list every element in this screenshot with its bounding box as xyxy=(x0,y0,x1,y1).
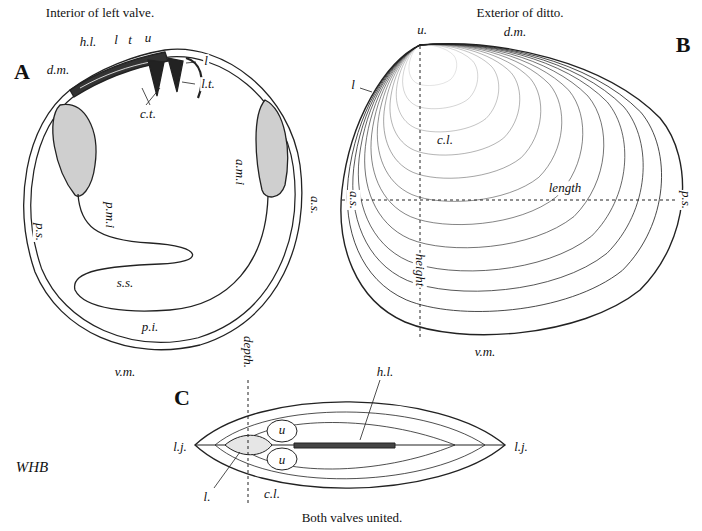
part-label: p.m.i xyxy=(103,201,117,229)
figure-letter: B xyxy=(675,33,692,56)
part-label: u xyxy=(278,423,287,437)
part-label: t xyxy=(127,33,133,47)
part-label: l xyxy=(350,78,356,92)
part-label: Exterior of ditto. xyxy=(475,6,564,20)
figure-letter: C xyxy=(173,386,191,409)
part-label: l. xyxy=(203,490,212,504)
valve-exterior xyxy=(341,44,683,338)
part-label: d.m. xyxy=(503,25,527,39)
part-label: Interior of left valve. xyxy=(45,6,155,20)
part-label: l.j. xyxy=(513,440,529,454)
part-label: v.m. xyxy=(474,345,497,359)
part-label: depth. xyxy=(241,335,255,369)
part-label: c.l. xyxy=(263,487,281,501)
part-label: l xyxy=(113,33,119,47)
part-label: u. xyxy=(416,23,428,37)
part-label: length xyxy=(548,181,583,195)
part-label: c.t. xyxy=(139,107,157,121)
part-label: p.i. xyxy=(141,320,160,334)
part-label: p.s. xyxy=(33,222,47,242)
part-label: d.m. xyxy=(46,63,70,77)
part-label: u xyxy=(278,453,287,467)
part-label: s.s. xyxy=(116,276,135,290)
part-label: height xyxy=(413,253,427,288)
part-label: l.j. xyxy=(172,440,188,454)
part-label: p.s. xyxy=(679,190,693,210)
left-valve-interior xyxy=(24,49,302,350)
part-label: c.l. xyxy=(436,133,454,147)
part-label: v.m. xyxy=(114,365,137,379)
part-label: l xyxy=(203,54,209,68)
part-label: a.s. xyxy=(308,195,322,215)
part-label: a.m.i xyxy=(233,158,247,186)
part-label: Both valves united. xyxy=(301,511,404,525)
figure-letter: A xyxy=(13,60,31,83)
part-label: a.s. xyxy=(347,190,361,210)
part-label: WHB xyxy=(15,460,50,476)
part-label: h.l. xyxy=(79,35,98,49)
part-label: l.t. xyxy=(200,77,216,91)
part-label: h.l. xyxy=(376,365,395,379)
part-label: u xyxy=(144,31,153,45)
united-valves xyxy=(195,380,505,505)
